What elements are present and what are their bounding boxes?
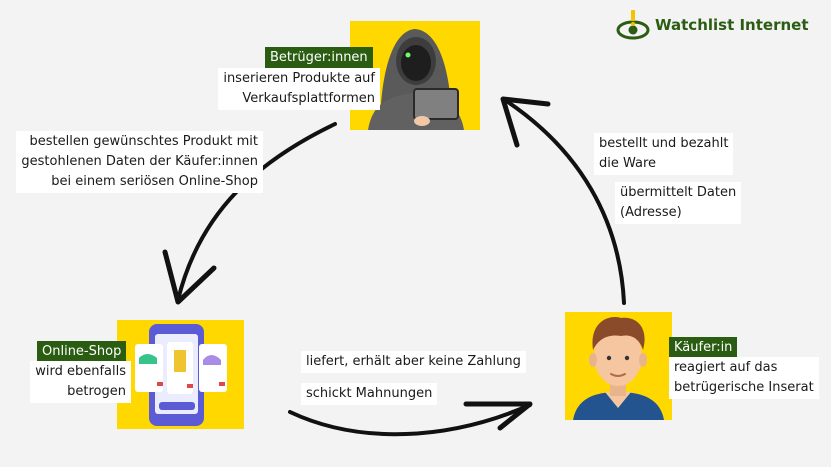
fraudster-illustration <box>350 21 480 130</box>
edge-label-data: übermittelt Daten (Adresse) <box>615 182 742 224</box>
brand-name: Watchlist Internet <box>655 16 809 34</box>
edge-label-payment: bestellt und bezahlt die Ware <box>594 133 734 175</box>
buyer-tag: Käufer:in <box>669 337 738 358</box>
buyer-illustration <box>565 312 672 420</box>
fraudsters-description: inserieren Produkte auf Verkaufsplattfor… <box>218 68 380 110</box>
arrowhead-buyer-to-fraud <box>500 96 551 148</box>
shop-description: wird ebenfalls betrogen <box>30 361 131 403</box>
arrow-buyer-to-fraud <box>503 98 626 305</box>
hooded-hacker-icon <box>368 29 464 130</box>
fraudsters-tag: Betrüger:innen <box>265 47 373 68</box>
shop-tag: Online-Shop <box>37 341 127 362</box>
eye-icon <box>616 10 650 40</box>
person-avatar-icon <box>573 317 664 420</box>
brand-logo: Watchlist Internet <box>616 8 809 42</box>
shop-illustration <box>117 320 244 429</box>
edge-label-fraud-to-shop: bestellen gewünschtes Produkt mit gestoh… <box>16 131 263 193</box>
shopping-app-icon <box>135 324 227 426</box>
arrowhead-fraud-to-shop <box>162 249 217 305</box>
arrow-shop-to-buyer <box>288 403 532 437</box>
buyer-description: reagiert auf das betrügerische Inserat <box>669 357 819 399</box>
edge-label-reminders: schickt Mahnungen <box>301 383 438 405</box>
edge-label-delivery: liefert, erhält aber keine Zahlung <box>301 351 526 373</box>
arrowhead-shop-to-buyer <box>463 401 533 431</box>
